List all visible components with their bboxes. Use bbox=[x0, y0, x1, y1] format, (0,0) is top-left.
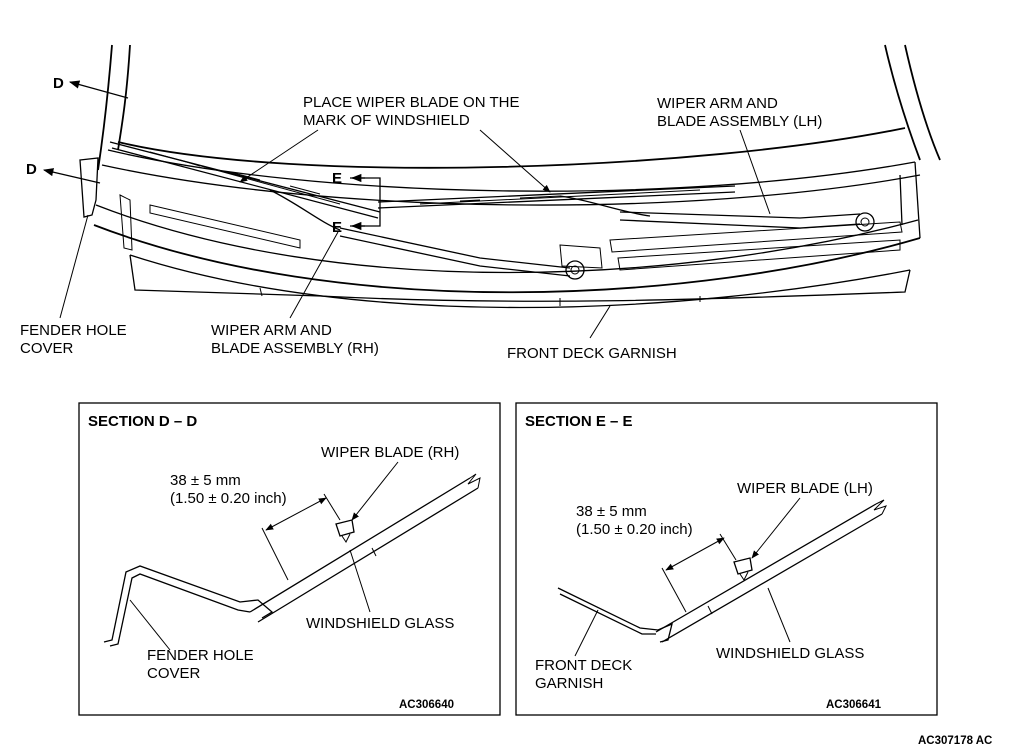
leader-place-mark bbox=[239, 129, 319, 183]
front-deck-garnish-label: FRONT DECK GARNISH bbox=[507, 345, 677, 362]
vehicle-cowl-assembly bbox=[42, 44, 941, 339]
fender-hole-cover-label-line1: FENDER HOLE bbox=[20, 322, 127, 339]
section-ee-panel bbox=[515, 402, 938, 716]
leader-rh-assembly bbox=[289, 231, 339, 319]
place-blade-label-line1: PLACE WIPER BLADE ON THE bbox=[303, 94, 519, 111]
section-dd-glass-label: WINDSHIELD GLASS bbox=[306, 615, 454, 632]
section-dd-part-line1: FENDER HOLE bbox=[147, 647, 254, 664]
section-ee-title: SECTION E – E bbox=[525, 413, 633, 430]
section-ee-part-line2: GARNISH bbox=[535, 675, 603, 692]
cowl-top-edge bbox=[107, 149, 916, 192]
section-dd-part-line2: COVER bbox=[147, 665, 201, 682]
section-dd-figure-id: AC306640 bbox=[399, 699, 454, 711]
leader-front-deck-garnish bbox=[589, 305, 611, 339]
leader-lh-assembly bbox=[739, 129, 771, 215]
right-a-pillar-outer bbox=[904, 44, 941, 161]
section-dd-dimension-inch: (1.50 ± 0.20 inch) bbox=[170, 490, 287, 507]
wiper-arm-blade-lh bbox=[377, 185, 875, 232]
section-d-arrow-lower bbox=[42, 168, 101, 184]
section-dd-drawing bbox=[103, 461, 481, 651]
section-ee-figure-id: AC306641 bbox=[826, 699, 882, 711]
section-ee-glass-label: WINDSHIELD GLASS bbox=[716, 645, 864, 662]
lh-assembly-label-line2: BLADE ASSEMBLY (LH) bbox=[657, 113, 822, 130]
place-blade-label-line2: MARK OF WINDSHIELD bbox=[303, 112, 470, 129]
section-dd-dimension-mm: 38 ± 5 mm bbox=[170, 472, 241, 489]
fender-hole-cover-part bbox=[79, 157, 99, 218]
section-ee-dimension-inch: (1.50 ± 0.20 inch) bbox=[576, 521, 693, 538]
windshield-lower-edge bbox=[117, 127, 906, 169]
section-dd-blade-label: WIPER BLADE (RH) bbox=[321, 444, 459, 461]
callout-d-lower: D bbox=[26, 161, 37, 178]
section-ee-part-line1: FRONT DECK bbox=[535, 657, 632, 674]
callout-e-lower: E bbox=[332, 219, 342, 236]
cowl-grille-slots bbox=[119, 194, 903, 271]
right-a-pillar bbox=[884, 44, 921, 161]
left-a-pillar bbox=[97, 44, 113, 171]
section-dd-panel bbox=[78, 402, 501, 716]
leader-fender-hole-cover bbox=[59, 214, 89, 319]
section-ee-blade-label: WIPER BLADE (LH) bbox=[737, 480, 873, 497]
rh-assembly-label-line2: BLADE ASSEMBLY (RH) bbox=[211, 340, 379, 357]
callout-d-upper: D bbox=[53, 75, 64, 92]
cowl-lower-skirt bbox=[129, 254, 911, 302]
section-dd-title: SECTION D – D bbox=[88, 413, 197, 430]
callout-e-upper: E bbox=[332, 170, 342, 187]
section-d-arrow-upper bbox=[68, 80, 129, 99]
deck-garnish-front-edge bbox=[95, 204, 919, 274]
wiper-arm-blade-rh bbox=[109, 141, 585, 280]
rh-assembly-label-line1: WIPER ARM AND bbox=[211, 322, 332, 339]
lh-assembly-label-line1: WIPER ARM AND bbox=[657, 95, 778, 112]
section-ee-dimension-mm: 38 ± 5 mm bbox=[576, 503, 647, 520]
section-ee-drawing bbox=[557, 497, 887, 657]
leader-place-mark-2 bbox=[479, 129, 551, 193]
main-figure-id: AC307178 AC bbox=[918, 735, 992, 747]
fender-hole-cover-label-line2: COVER bbox=[20, 340, 74, 357]
